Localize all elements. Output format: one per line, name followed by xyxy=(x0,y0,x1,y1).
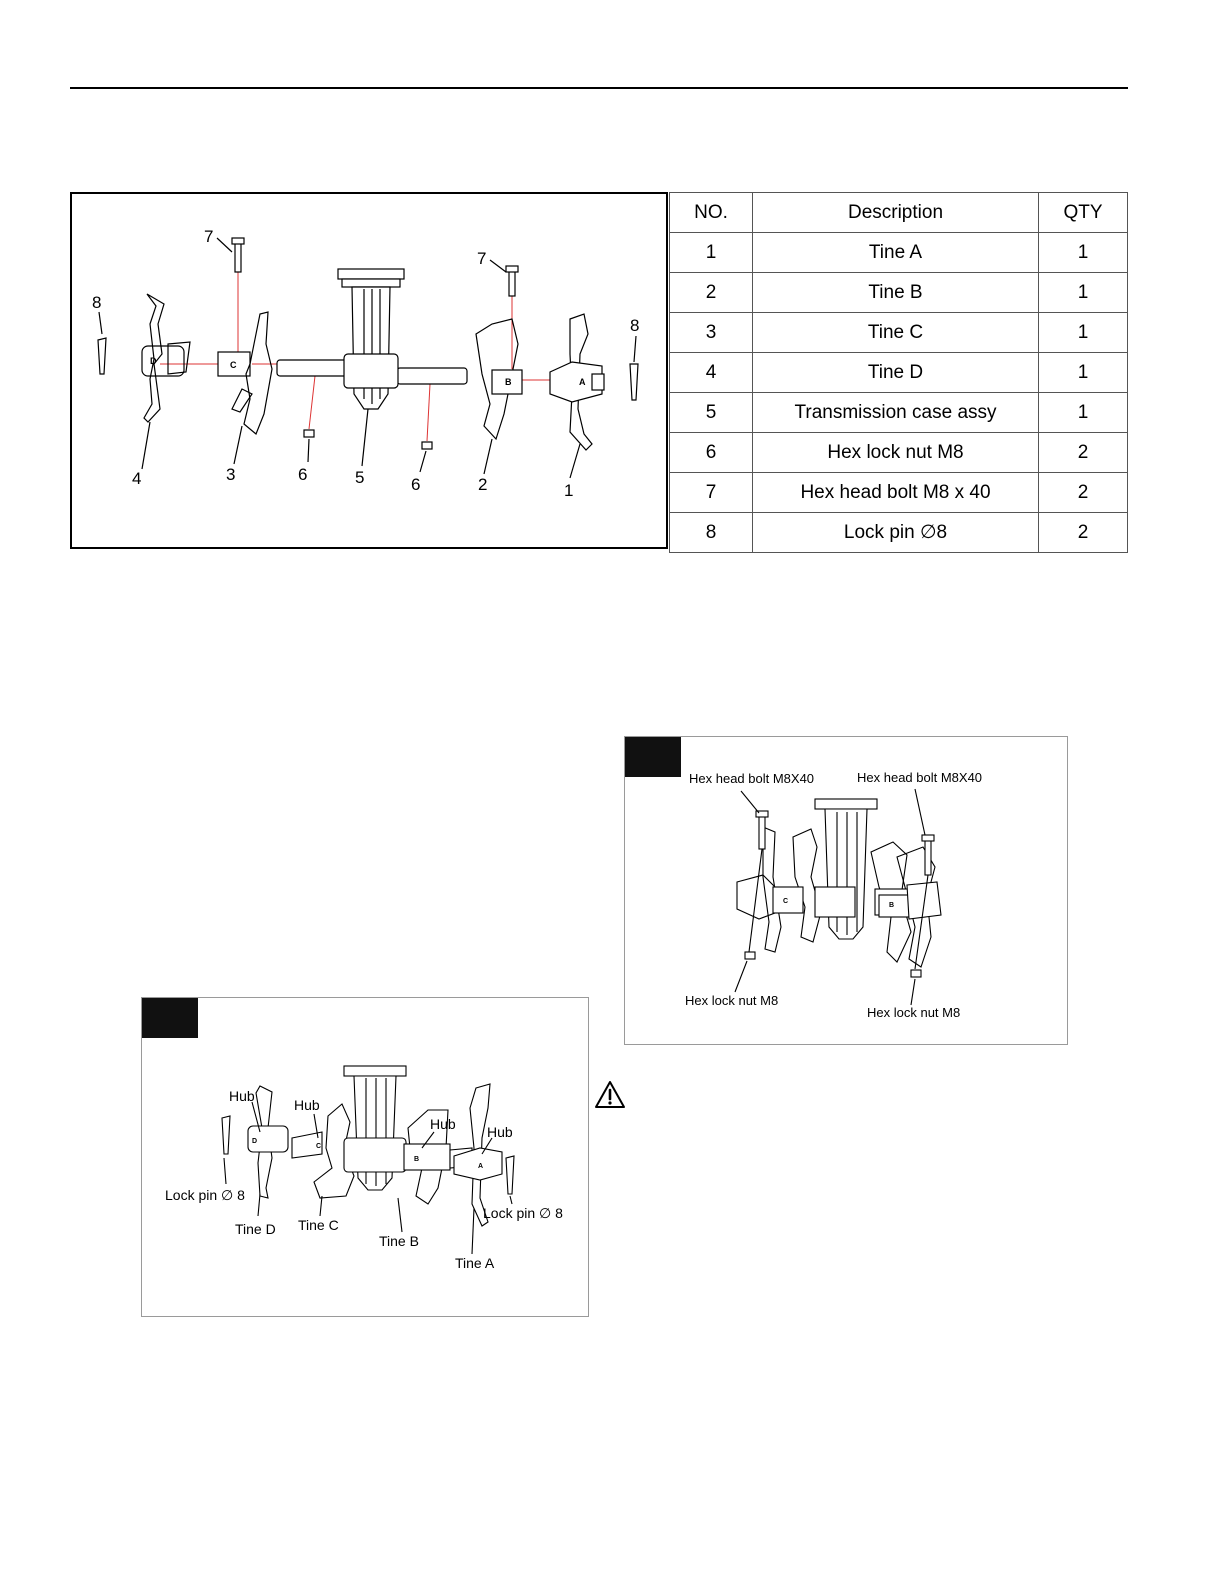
hub-letter-b: B xyxy=(889,902,894,909)
warning-triangle-icon xyxy=(595,1081,625,1108)
hub-letter-b: B xyxy=(505,377,512,387)
callout-6-right: 6 xyxy=(411,475,420,494)
callout-8-left: 8 xyxy=(92,293,101,312)
table-row: 5 Transmission case assy 1 xyxy=(669,392,1128,433)
header-qty: QTY xyxy=(1038,192,1128,233)
hub-letter-b: B xyxy=(414,1156,419,1163)
hub-letter-d: D xyxy=(150,356,157,366)
cell-qty: 1 xyxy=(1038,232,1128,273)
cell-no: 1 xyxy=(669,232,753,273)
figure-number-tag xyxy=(625,737,681,777)
header-description: Description xyxy=(752,192,1039,233)
figure-hub-installation: Hub Hub Hub Hub Lock pin ∅ 8 Lock pin ∅ … xyxy=(141,997,589,1317)
figure-hub-drawing: Hub Hub Hub Hub Lock pin ∅ 8 Lock pin ∅ … xyxy=(165,1065,563,1271)
cell-no: 3 xyxy=(669,312,753,353)
table-row: 8 Lock pin ∅8 2 xyxy=(669,512,1128,553)
label-nut-left: Hex lock nut M8 xyxy=(685,993,778,1008)
cell-no: 6 xyxy=(669,432,753,473)
cell-description: Lock pin ∅8 xyxy=(752,512,1039,553)
table-row: 7 Hex head bolt M8 x 40 2 xyxy=(669,472,1128,513)
callout-5: 5 xyxy=(355,468,364,487)
label-bolt-left: Hex head bolt M8X40 xyxy=(689,771,814,786)
cell-description: Tine C xyxy=(752,312,1039,353)
parts-table-header: NO. Description QTY xyxy=(669,192,1128,233)
label-tine-a: Tine A xyxy=(455,1255,495,1271)
callout-4: 4 xyxy=(132,469,141,488)
table-row: 2 Tine B 1 xyxy=(669,272,1128,313)
table-row: 6 Hex lock nut M8 2 xyxy=(669,432,1128,473)
callout-8-right: 8 xyxy=(630,316,639,335)
label-lock-pin-right: Lock pin ∅ 8 xyxy=(483,1205,563,1221)
exploded-view-diagram: 7 7 8 8 4 3 6 5 6 2 1 D C B A xyxy=(70,192,668,549)
cell-description: Tine D xyxy=(752,352,1039,393)
hub-letter-c: C xyxy=(783,898,788,905)
callout-7-left: 7 xyxy=(204,227,213,246)
cell-description: Hex head bolt M8 x 40 xyxy=(752,472,1039,513)
label-lock-pin-left: Lock pin ∅ 8 xyxy=(165,1187,245,1203)
hub-letter-a: A xyxy=(478,1163,483,1170)
cell-qty: 2 xyxy=(1038,432,1128,473)
label-bolt-right: Hex head bolt M8X40 xyxy=(857,770,982,785)
cell-qty: 1 xyxy=(1038,352,1128,393)
cell-description: Tine A xyxy=(752,232,1039,273)
label-hub-b: Hub xyxy=(430,1116,456,1132)
hub-letter-c: C xyxy=(230,360,237,370)
label-hub-c: Hub xyxy=(294,1097,320,1113)
callout-6-left: 6 xyxy=(298,465,307,484)
figure-bolt-installation: Hex head bolt M8X40 Hex head bolt M8X40 … xyxy=(624,736,1068,1045)
cell-no: 5 xyxy=(669,392,753,433)
hub-letter-c: C xyxy=(316,1143,321,1150)
cell-no: 2 xyxy=(669,272,753,313)
callout-1: 1 xyxy=(564,481,573,500)
table-row: 3 Tine C 1 xyxy=(669,312,1128,353)
cell-no: 7 xyxy=(669,472,753,513)
label-hub-a: Hub xyxy=(487,1124,513,1140)
hub-letter-d: D xyxy=(252,1138,257,1145)
cell-qty: 1 xyxy=(1038,312,1128,353)
cell-no: 4 xyxy=(669,352,753,393)
label-tine-b: Tine B xyxy=(379,1233,419,1249)
figure-number-tag xyxy=(142,998,198,1038)
label-tine-c: Tine C xyxy=(298,1217,339,1233)
header-rule xyxy=(70,87,1128,89)
header-no: NO. xyxy=(669,192,753,233)
table-row: 4 Tine D 1 xyxy=(669,352,1128,393)
label-tine-d: Tine D xyxy=(235,1221,276,1237)
label-hub-d: Hub xyxy=(229,1088,255,1104)
hub-letter-a: A xyxy=(579,377,586,387)
callout-7-right: 7 xyxy=(477,249,486,268)
parts-table: NO. Description QTY 1 Tine A 1 2 Tine B … xyxy=(669,192,1128,553)
exploded-view-drawing: 7 7 8 8 4 3 6 5 6 2 1 D C B A xyxy=(92,227,639,500)
label-nut-right: Hex lock nut M8 xyxy=(867,1005,960,1020)
cell-description: Tine B xyxy=(752,272,1039,313)
cell-qty: 2 xyxy=(1038,472,1128,513)
cell-qty: 1 xyxy=(1038,272,1128,313)
cell-description: Transmission case assy xyxy=(752,392,1039,433)
cell-no: 8 xyxy=(669,512,753,553)
cell-qty: 2 xyxy=(1038,512,1128,553)
table-row: 1 Tine A 1 xyxy=(669,232,1128,273)
cell-description: Hex lock nut M8 xyxy=(752,432,1039,473)
figure-bolt-drawing: Hex head bolt M8X40 Hex head bolt M8X40 … xyxy=(685,770,982,1020)
cell-qty: 1 xyxy=(1038,392,1128,433)
callout-3: 3 xyxy=(226,465,235,484)
callout-2: 2 xyxy=(478,475,487,494)
